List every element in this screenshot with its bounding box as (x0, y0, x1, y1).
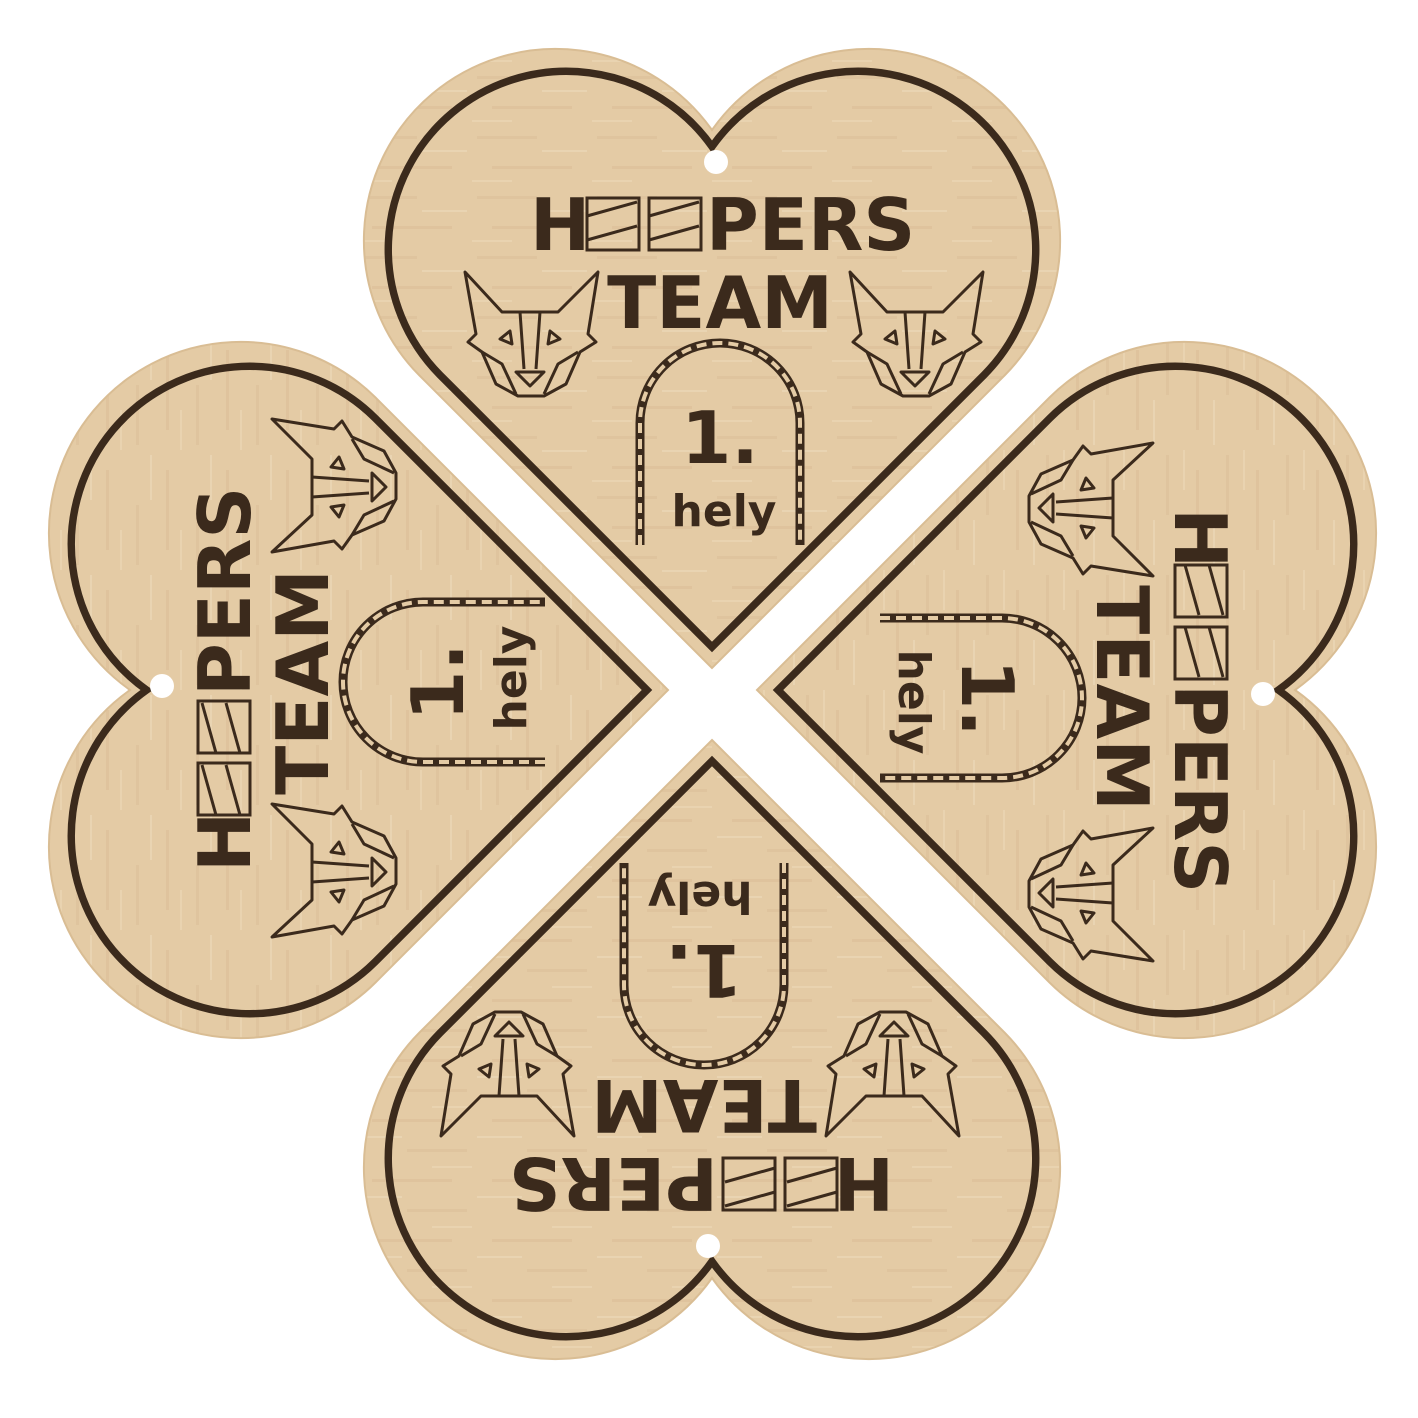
hanging-hole-icon (150, 674, 174, 698)
heart-medal: H PERS TEAM 1. hely (362, 47, 1062, 669)
hanging-hole-icon (1251, 682, 1275, 706)
subtitle-team: TEAM (261, 569, 345, 795)
hoop-logo-o-icon (585, 196, 703, 252)
hoop-icon (635, 338, 805, 545)
hanging-hole-icon (696, 1234, 720, 1258)
place-word: hely (486, 626, 537, 731)
place-number: 1. (665, 928, 742, 1012)
place-word: hely (648, 871, 753, 922)
title-pers: PERS (183, 487, 267, 696)
hoop-icon (880, 613, 1087, 783)
title-h: H (1158, 508, 1242, 568)
title-h: H (183, 812, 267, 872)
title-h: H (530, 183, 590, 267)
heart-medal: H PERS TEAM 1. hely (362, 739, 1062, 1361)
title-pers: PERS (1158, 684, 1242, 893)
subtitle-team: TEAM (607, 261, 833, 345)
place-number: 1. (396, 643, 480, 720)
title-pers: PERS (509, 1141, 718, 1225)
place-number: 1. (945, 659, 1029, 736)
heart-medal: H PERS TEAM 1. hely (756, 340, 1378, 1040)
hoop-logo-o-icon (196, 699, 252, 817)
place-number: 1. (681, 396, 758, 480)
hanging-hole-icon (704, 150, 728, 174)
hoop-logo-o-icon (721, 1156, 839, 1212)
place-word: hely (672, 486, 777, 537)
place-word: hely (888, 650, 939, 755)
subtitle-team: TEAM (591, 1063, 817, 1147)
hoop-icon (338, 597, 545, 767)
hoop-icon (619, 863, 789, 1070)
heart-medal: H PERS TEAM 1. hely (47, 340, 669, 1040)
title-h: H (834, 1141, 894, 1225)
subtitle-team: TEAM (1080, 585, 1164, 811)
hoop-logo-o-icon (1173, 563, 1229, 681)
title-pers: PERS (706, 183, 915, 267)
